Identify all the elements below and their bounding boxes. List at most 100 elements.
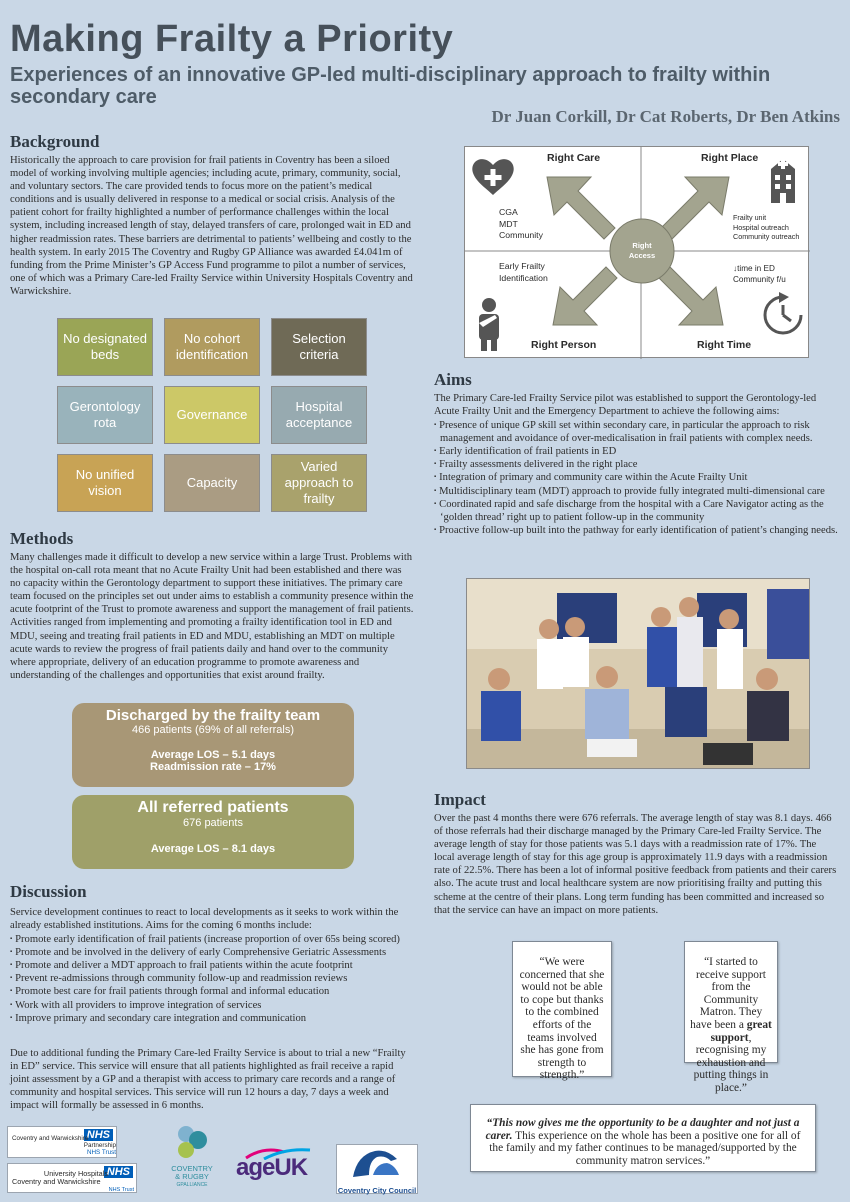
hospital-building-icon bbox=[771, 159, 795, 203]
quote-text: This experience on the whole has been a … bbox=[489, 1129, 801, 1167]
challenge-tile: No cohort identification bbox=[164, 318, 260, 376]
logo-line: University Hospitals bbox=[43, 1169, 108, 1178]
discussion-item: Promote early identification of frail pa… bbox=[10, 933, 420, 946]
age-uk-wordmark: ageUK bbox=[236, 1154, 308, 1182]
council-name: Coventry City Council bbox=[337, 1186, 417, 1195]
arrow-top-left bbox=[546, 176, 730, 326]
logo-line: GPALLIANCE bbox=[176, 1182, 208, 1188]
stat-los: Average LOS – 8.1 days bbox=[150, 843, 276, 855]
uk-text: UK bbox=[274, 1154, 308, 1181]
quote-emphasis: “This now gives me the opportunity to be… bbox=[485, 1117, 800, 1142]
discussion-heading: Discussion bbox=[10, 882, 87, 901]
all-referred-stats: All referred patients 676 patients Avera… bbox=[72, 795, 354, 869]
aims-heading: Aims bbox=[434, 370, 472, 389]
care-note: MDT bbox=[499, 218, 518, 229]
aims-item: Integration of primary and community car… bbox=[434, 471, 838, 484]
impact-text: Over the past 4 months there were 676 re… bbox=[434, 813, 837, 916]
challenge-tile: No designated beds bbox=[57, 318, 153, 376]
challenge-tile: Gerontology rota bbox=[57, 386, 153, 444]
aims-item: Proactive follow-up built into the pathw… bbox=[434, 524, 838, 537]
logo-line: COVENTRY bbox=[171, 1164, 213, 1173]
aims-item: Coordinated rapid and safe discharge fro… bbox=[434, 498, 838, 524]
cwp-nhs-logo: NHS Coventry and Warwickshire Partnershi… bbox=[7, 1126, 117, 1158]
background-text: Historically the approach to care provis… bbox=[10, 155, 413, 297]
aims-intro: The Primary Care-led Frailty Service pil… bbox=[434, 393, 817, 418]
age-text: age bbox=[236, 1154, 275, 1181]
aims-item: Multidisciplinary team (MDT) approach to… bbox=[434, 485, 838, 498]
stat-sub: 466 patients (69% of all referrals) bbox=[131, 724, 295, 736]
challenge-label: No designated beds bbox=[63, 331, 147, 362]
challenge-label: No unified vision bbox=[75, 467, 135, 498]
challenge-grid: No designated beds No cohort identificat… bbox=[57, 318, 369, 514]
discussion-item: Promote and be involved in the delivery … bbox=[10, 946, 420, 959]
logo-line: Coventry and Warwickshire bbox=[12, 1135, 89, 1142]
place-notes: Frailty unit Hospital outreach Community… bbox=[733, 213, 799, 242]
care-note: Community bbox=[499, 230, 543, 240]
gp-alliance-text: COVENTRY & RUGBY GPALLIANCE bbox=[166, 1165, 218, 1189]
discussion-item: Improve primary and secondary care integ… bbox=[10, 1012, 420, 1025]
person-notes: Early Frailty Identification bbox=[499, 261, 548, 284]
uhcw-logo-text: University Hospitals Coventry and Warwic… bbox=[12, 1170, 134, 1194]
quote-text: , recognising my exhaustion and putting … bbox=[693, 1031, 769, 1094]
methods-heading: Methods bbox=[10, 529, 74, 548]
stat-title: Discharged by the frailty team bbox=[105, 707, 321, 724]
stat-los: Average LOS – 5.1 days bbox=[150, 749, 276, 761]
discussion-item: Work with all providers to improve integ… bbox=[10, 999, 420, 1012]
time-note: ↓time in ED bbox=[733, 264, 775, 273]
discussion-intro: Service development continues to react t… bbox=[10, 907, 399, 932]
center-line: Access bbox=[628, 251, 656, 260]
challenge-label: Gerontology rota bbox=[69, 399, 141, 430]
person-note: Early Frailty bbox=[499, 261, 545, 271]
team-photo-illustration bbox=[467, 579, 809, 768]
clock-return-icon bbox=[763, 292, 803, 335]
quote-text: “We were concerned that she would not be… bbox=[519, 956, 605, 1082]
challenge-tile: Governance bbox=[164, 386, 260, 444]
time-notes: ↓time in ED Community f/u bbox=[733, 263, 786, 285]
discussion-list: Promote early identification of frail pa… bbox=[10, 933, 420, 1025]
challenge-tile: Selection criteria bbox=[271, 318, 367, 376]
age-uk-swoosh-icon bbox=[245, 1148, 311, 1160]
right-access-label: Right Access bbox=[617, 241, 667, 261]
uhcw-nhs-logo: NHS University Hospitals Coventry and Wa… bbox=[7, 1163, 137, 1193]
aims-list: Presence of unique GP skill set within s… bbox=[434, 419, 838, 537]
discussion-item: Promote and deliver a MDT approach to fr… bbox=[10, 959, 420, 972]
quote-card-3: “This now gives me the opportunity to be… bbox=[470, 1104, 816, 1172]
right-time-label: Right Time bbox=[697, 339, 752, 351]
council-mark-icon bbox=[353, 1150, 399, 1177]
discussion-closing: Due to additional funding the Primary Ca… bbox=[10, 1048, 406, 1112]
logo-line: Partnership bbox=[83, 1142, 116, 1149]
quote-card-1: “We were concerned that she would not be… bbox=[512, 941, 612, 1081]
discussion-item: Promote best care for frail patients thr… bbox=[10, 985, 420, 998]
center-circle bbox=[609, 218, 675, 284]
right-access-diagram: Right Care Right Place Right Person Righ… bbox=[464, 146, 810, 359]
place-note: Frailty unit bbox=[733, 213, 767, 222]
authors: Dr Juan Corkill, Dr Cat Roberts, Dr Ben … bbox=[491, 107, 840, 126]
cr-gp-alliance-logo: COVENTRY & RUGBY GPALLIANCE bbox=[166, 1124, 218, 1196]
challenge-label: Selection criteria bbox=[292, 331, 346, 362]
time-note: Community f/u bbox=[733, 275, 786, 284]
quote-emphasis: great support bbox=[710, 1018, 772, 1044]
heart-plus-icon bbox=[472, 159, 514, 195]
place-note: Community outreach bbox=[733, 232, 800, 242]
center-line: Right bbox=[632, 241, 652, 250]
place-note: Hospital outreach bbox=[733, 222, 789, 232]
discussion-item: Prevent re-admissions through community … bbox=[10, 972, 420, 985]
logo-line: Coventry and Warwickshire bbox=[12, 1177, 101, 1186]
cwp-logo-text: Coventry and Warwickshire Partnership NH… bbox=[12, 1135, 116, 1156]
challenge-tile: Hospital acceptance bbox=[271, 386, 367, 444]
age-uk-logo: ageUK bbox=[236, 1146, 322, 1182]
injured-person-icon bbox=[479, 298, 499, 351]
challenge-label: Hospital acceptance bbox=[285, 399, 353, 430]
challenge-tile: Capacity bbox=[164, 454, 260, 512]
aims-item: Early identification of frail patients i… bbox=[434, 445, 838, 458]
poster-title: Making Frailty a Priority bbox=[10, 18, 454, 60]
challenge-label: Capacity bbox=[186, 475, 238, 490]
stat-readmission: Readmission rate – 17% bbox=[150, 761, 276, 773]
challenge-label: No cohort identification bbox=[175, 331, 249, 362]
diagram-graphics bbox=[465, 147, 810, 359]
nhs-badge: NHS bbox=[83, 1129, 113, 1141]
quote-text: “I started to receive support from the C… bbox=[690, 956, 766, 1031]
right-care-label: Right Care bbox=[547, 152, 601, 164]
stat-title: All referred patients bbox=[137, 799, 289, 816]
aims-item: Presence of unique GP skill set within s… bbox=[434, 419, 838, 445]
